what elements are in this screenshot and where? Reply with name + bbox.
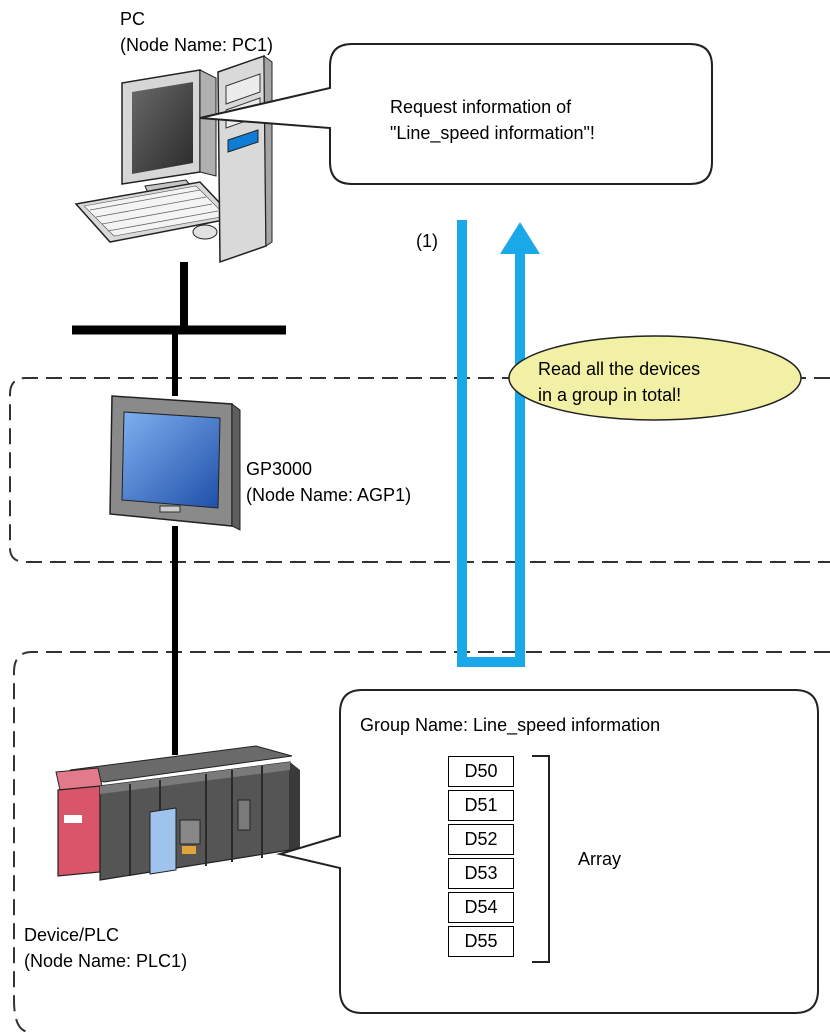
read-text-line1: Read all the devices (538, 359, 701, 379)
plc-icon (55, 745, 300, 881)
gp3000-icon (109, 395, 241, 531)
array-label: Array (578, 849, 622, 869)
request-bubble (199, 43, 713, 185)
register-cell: D54 (448, 892, 514, 923)
register-cell: D51 (448, 790, 514, 821)
read-text-line2: in a group in total! (538, 385, 682, 405)
plc-region-border (13, 651, 830, 1032)
pc-label: PC (120, 9, 146, 29)
plc-node-name: (Node Name: PLC1) (24, 951, 188, 971)
register-cell: D55 (448, 926, 514, 957)
request-text-line2: "Line_speed information"! (390, 123, 595, 143)
gp-node-name: (Node Name: AGP1) (246, 485, 412, 505)
register-cell: D53 (448, 858, 514, 889)
group-name-title: Group Name: Line_speed information (360, 715, 661, 735)
gp-label: GP3000 (246, 459, 313, 479)
request-text-line1: Request information of (390, 97, 572, 117)
pc-icon (74, 54, 273, 264)
group-bubble (276, 689, 819, 1014)
register-cell: D50 (448, 756, 514, 787)
pc-node-name: (Node Name: PC1) (120, 35, 274, 55)
step-label: (1) (416, 231, 438, 251)
register-cell: D52 (448, 824, 514, 855)
read-arrow (457, 220, 540, 667)
plc-label: Device/PLC (24, 925, 120, 945)
read-ellipse (508, 335, 802, 421)
